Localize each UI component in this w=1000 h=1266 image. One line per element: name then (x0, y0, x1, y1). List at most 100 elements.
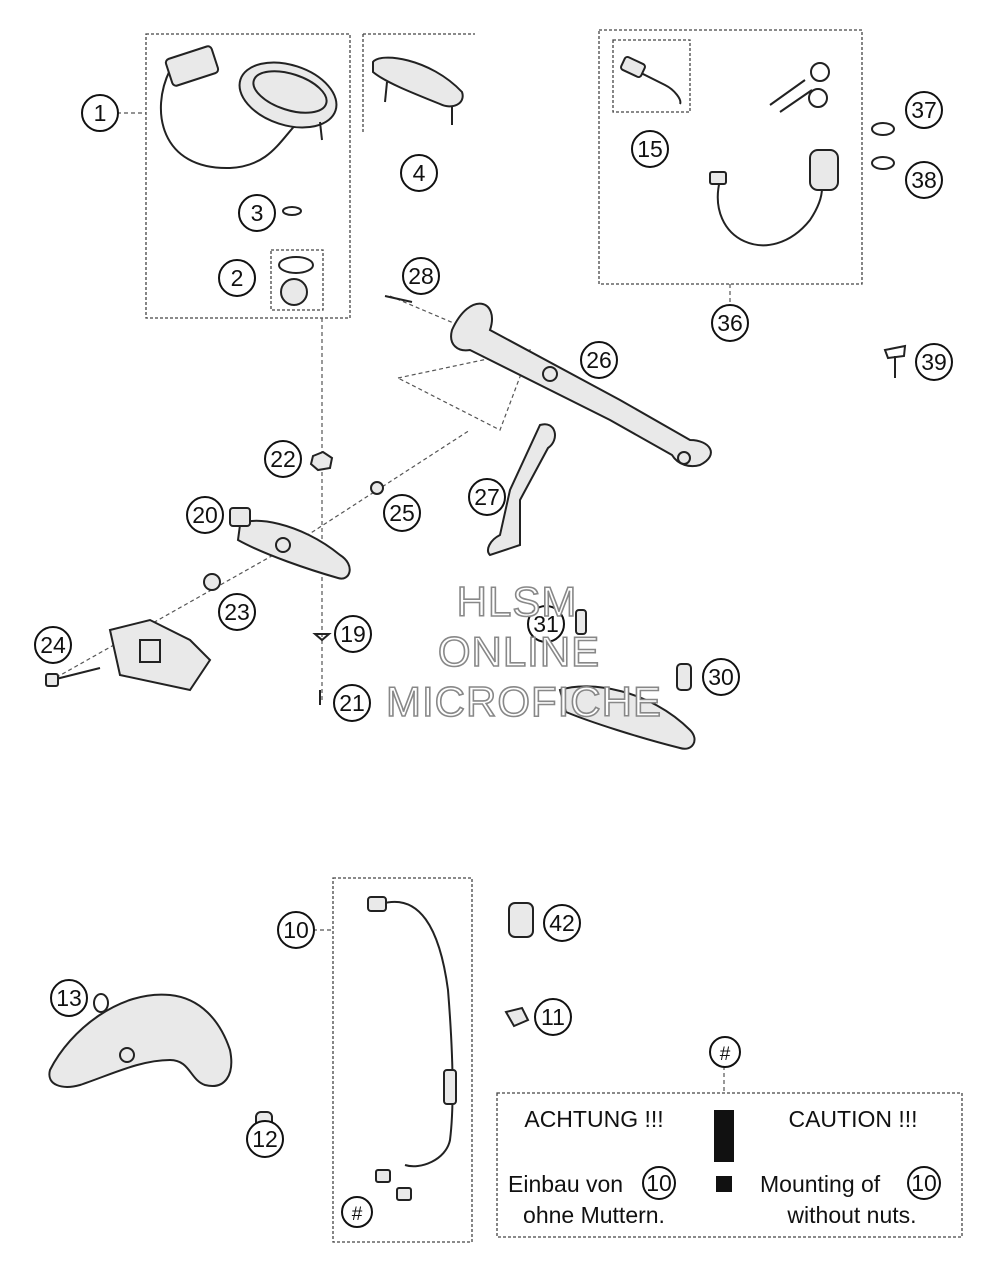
note-title-en: CAUTION !!! (788, 1106, 917, 1132)
callout-circle (186, 496, 224, 534)
caution-note-frame (496, 1092, 963, 1238)
bracket-group-frame (362, 33, 475, 132)
callout-28: 28 (402, 257, 440, 295)
callout-12: 12 (246, 1120, 284, 1158)
footrest-part (558, 685, 696, 750)
watermark-line-1: HLSM (457, 578, 578, 625)
callout-number: 15 (637, 136, 663, 162)
key-inset-frame (612, 39, 691, 113)
callout-circle (277, 911, 315, 949)
callout-number: 13 (56, 985, 82, 1011)
callout-circle (905, 91, 943, 129)
callout-number: 30 (708, 664, 734, 690)
callout-27: 27 (468, 478, 506, 516)
callout-15: 15 (631, 130, 669, 168)
washer-25-part (370, 481, 384, 495)
note-en-line-1: Mounting of (760, 1171, 881, 1197)
callout-number: 3 (251, 200, 264, 226)
note-en-line-2: without nuts. (786, 1202, 916, 1228)
callout-number: 23 (224, 599, 250, 625)
callout-number: 2 (231, 265, 244, 291)
speedometer-part (159, 45, 338, 170)
caution-note: ACHTUNG !!! CAUTION !!! Einbau von 10 oh… (508, 1106, 941, 1228)
callout-20: 20 (186, 496, 224, 534)
callout-number: # (720, 1044, 731, 1065)
callout-36: 36 (711, 304, 749, 342)
callout-circle (333, 684, 371, 722)
screw-39-part (883, 344, 907, 378)
callout-circle (341, 1196, 373, 1228)
cable-group-frame (332, 877, 473, 1243)
callout-23: 23 (218, 593, 256, 631)
ignition-lock-part (709, 149, 839, 247)
washer-38-part (871, 156, 895, 170)
callout-19: 19 (334, 615, 372, 653)
callout-number: 37 (911, 97, 937, 123)
callout-13: 13 (50, 979, 88, 1017)
note-en-ref-circle (907, 1166, 941, 1200)
callout-number: 22 (270, 446, 296, 472)
o-ring-part (282, 206, 302, 216)
callout-circle (402, 257, 440, 295)
callout-circle (702, 658, 740, 696)
callout-number: 27 (474, 484, 500, 510)
bolt-31-part (575, 609, 587, 635)
callout-number: 1 (94, 100, 107, 126)
callout-10: 10 (277, 911, 315, 949)
callout-21: 21 (333, 684, 371, 722)
callout-42: 42 (543, 904, 581, 942)
callout-circle (631, 130, 669, 168)
guard-13-part (48, 993, 233, 1088)
speedometer-bracket-part (372, 56, 464, 125)
pin-30-part (676, 663, 692, 691)
callout-39: 39 (915, 343, 953, 381)
note-title-de: ACHTUNG !!! (524, 1106, 663, 1132)
note-de-line-1: Einbau von (508, 1171, 623, 1197)
key-pair-part (769, 62, 830, 113)
callout-number: 39 (921, 349, 947, 375)
note-de-line-2: ohne Muttern. (523, 1202, 665, 1228)
callout-26: 26 (580, 341, 618, 379)
callout-circle (334, 615, 372, 653)
bolt-28-part (384, 295, 413, 303)
callout-38: 38 (905, 161, 943, 199)
callout-number: 31 (533, 611, 559, 637)
callout-circle (711, 304, 749, 342)
callout-circle (264, 440, 302, 478)
sleeve-42-part (508, 902, 534, 938)
watermark-line-3: MICROFICHE (386, 678, 662, 725)
watermark: HLSM ONLINE MICROFICHE (385, 577, 662, 726)
callout-circle (468, 478, 506, 516)
exclamation-bar (714, 1110, 734, 1162)
callout-circle (915, 343, 953, 381)
callout-number: 10 (283, 917, 309, 943)
clamp-part (108, 618, 212, 692)
callout-number: 25 (389, 500, 415, 526)
callout-number: 19 (340, 621, 366, 647)
callout-30: 30 (702, 658, 740, 696)
callout-25: 25 (383, 494, 421, 532)
callout-circle (81, 94, 119, 132)
note-en-ref: 10 (911, 1170, 937, 1196)
callout-3: 3 (238, 194, 276, 232)
callout-2: 2 (218, 259, 256, 297)
callout-number: 12 (252, 1126, 278, 1152)
mount-bracket-20-part (229, 507, 351, 580)
callout-circle (238, 194, 276, 232)
clip-11-part (504, 1006, 530, 1028)
nut-22-part (309, 450, 334, 472)
lever-26-part (450, 302, 712, 468)
callout-number: 20 (192, 502, 218, 528)
callout-circle (580, 341, 618, 379)
callout-number: 11 (541, 1004, 565, 1030)
callout-number: 24 (40, 632, 66, 658)
callout-circle (534, 998, 572, 1036)
callout-1: 1 (81, 94, 119, 132)
callout-11: 11 (534, 998, 572, 1036)
stand-27-part (487, 423, 556, 557)
ignition-group-frame (598, 29, 863, 285)
guide-lines (49, 112, 731, 1093)
bolt-24-part (45, 667, 101, 687)
